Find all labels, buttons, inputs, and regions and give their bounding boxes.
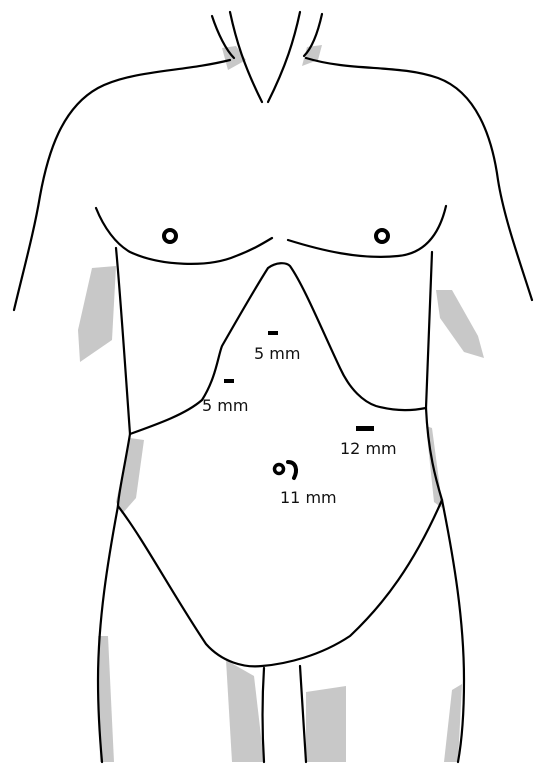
shoulder-right: [306, 58, 532, 300]
lower-abdomen: [118, 500, 442, 666]
shading: [78, 45, 484, 762]
nipple-left: [164, 230, 176, 242]
port-marker-upper: [268, 331, 278, 335]
port-label-right: 12 mm: [340, 441, 397, 457]
chest-line-right: [288, 206, 446, 257]
port-label-upper: 5 mm: [254, 346, 300, 362]
neck-right: [268, 12, 300, 102]
leg-right-inner: [300, 666, 306, 762]
shade-inner-left-thigh: [226, 660, 264, 762]
shoulder-left: [14, 60, 230, 310]
port-label-left: 5 mm: [202, 398, 248, 414]
body-outline: [14, 12, 532, 762]
port-marker-left: [224, 379, 234, 383]
shade-left-arm: [78, 266, 116, 362]
shade-inner-right-thigh: [306, 686, 346, 762]
port-marker-right: [356, 426, 374, 431]
shade-left-flank: [116, 438, 144, 514]
nipple-right: [376, 230, 388, 242]
nipples: [164, 230, 388, 242]
leg-left-inner: [263, 668, 265, 762]
shade-right-arm: [436, 290, 484, 358]
chest-line-left: [96, 208, 272, 264]
port-marker-umbilical: [275, 462, 297, 478]
port-label-umbilical: 11 mm: [280, 490, 337, 506]
